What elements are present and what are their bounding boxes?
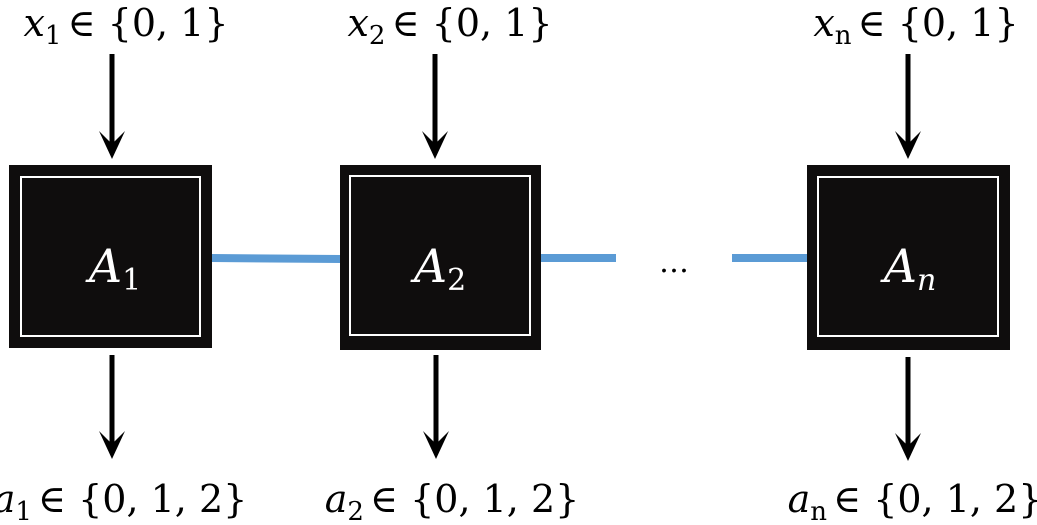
output-label-2: a2∈ {0, 1, 2} [325, 477, 580, 525]
agent-2: x2∈ {0, 1} A2 a2∈ {0, 1, 2} [325, 1, 580, 525]
input-label-2: x2∈ {0, 1} [347, 1, 552, 51]
output-arrowhead-2 [423, 431, 449, 459]
agent-box-inner-2 [349, 175, 531, 336]
input-arrowhead-2 [422, 131, 448, 159]
output-arrowhead-1 [99, 431, 125, 459]
ellipsis: … [659, 245, 689, 280]
agent-box-inner-1 [20, 176, 201, 337]
input-arrowhead-1 [99, 131, 125, 159]
input-arrowhead-n [895, 131, 921, 159]
agent-box-n [807, 165, 1010, 350]
agent-box-1 [9, 165, 212, 348]
agent-1: x1∈ {0, 1} A1 a1∈ {0, 1, 2} [0, 1, 247, 525]
input-label-1: x1∈ {0, 1} [23, 1, 228, 51]
agent-box-2 [340, 165, 541, 350]
output-label-n: an∈ {0, 1, 2} [788, 477, 1037, 525]
link-1-2 [210, 254, 342, 263]
agent-name-2: A2 [410, 239, 466, 298]
output-label-1: a1∈ {0, 1, 2} [0, 477, 247, 525]
agent-box-inner-n [817, 176, 999, 337]
agent-name-1: A1 [85, 239, 141, 298]
input-label-n: xn∈ {0, 1} [813, 1, 1018, 51]
agent-name-n: An [880, 239, 937, 298]
agent-n: xn∈ {0, 1} An an∈ {0, 1, 2} [788, 1, 1037, 525]
output-arrowhead-n [895, 433, 921, 461]
